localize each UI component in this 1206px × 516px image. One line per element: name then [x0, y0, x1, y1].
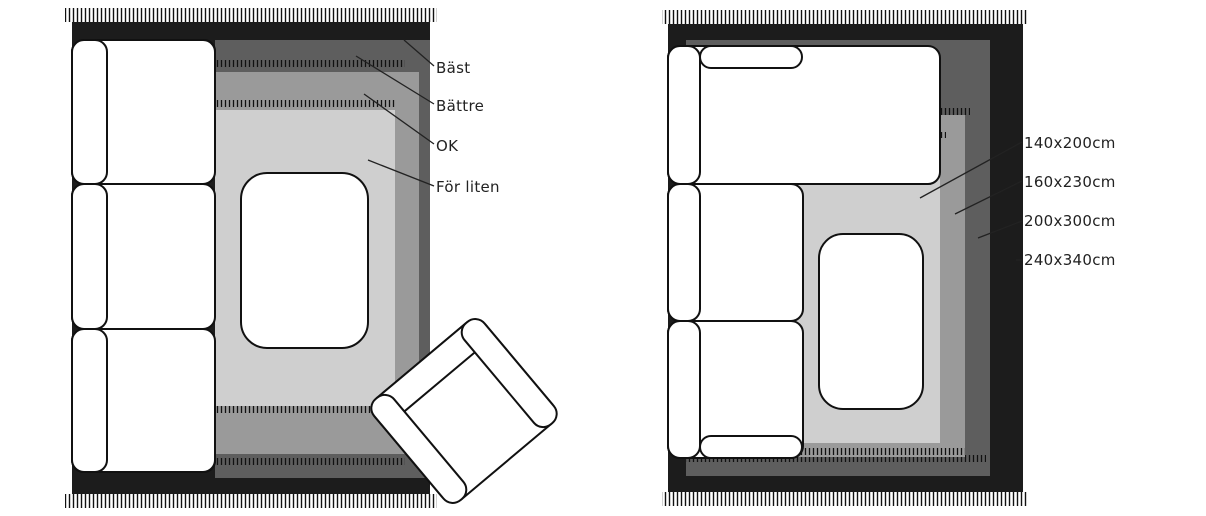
label-160x230: 160x230cm — [1024, 173, 1116, 191]
sofa — [71, 39, 216, 473]
left-rug-placement-diagram: Bäst Bättre OK För liten — [65, 8, 558, 508]
armchair — [370, 318, 558, 504]
right-rug-size-diagram: 140x200cm 160x230cm 200x300cm 240x340cm — [662, 10, 1116, 506]
corner-sofa — [667, 45, 941, 459]
label-battre: Bättre — [436, 97, 484, 115]
label-bast: Bäst — [436, 59, 470, 77]
coffee-table-right — [818, 233, 924, 410]
label-140x200: 140x200cm — [1024, 134, 1116, 152]
coffee-table — [240, 172, 369, 349]
label-ok: OK — [436, 137, 459, 155]
label-for-liten: För liten — [436, 178, 500, 196]
label-240x340: 240x340cm — [1024, 251, 1116, 269]
label-200x300: 200x300cm — [1024, 212, 1116, 230]
